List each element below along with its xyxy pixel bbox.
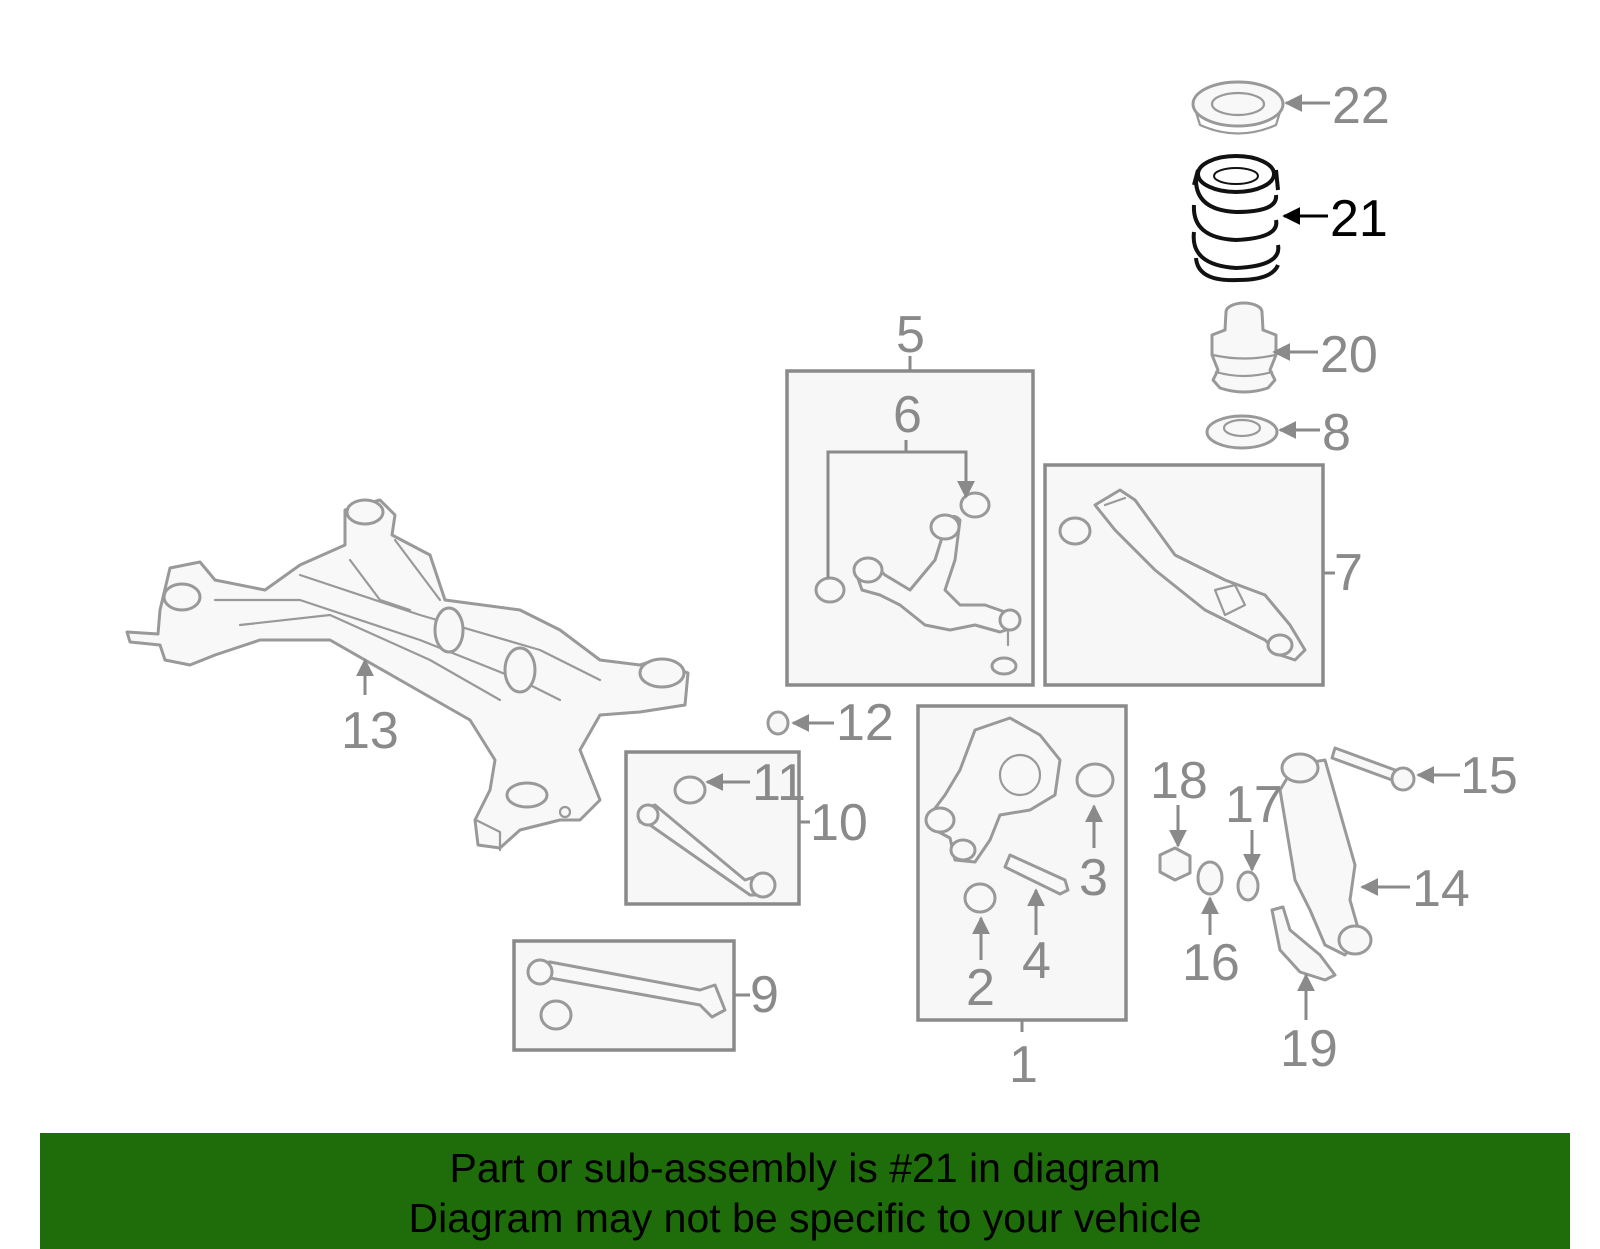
callout-16: 16 [1182, 934, 1240, 992]
callout-14: 14 [1412, 860, 1470, 918]
callout-12: 12 [836, 694, 894, 752]
lower-seat-part-8[interactable] [1205, 414, 1279, 450]
callout-22: 22 [1332, 77, 1390, 135]
crossmember-part-13[interactable] [125, 498, 690, 852]
callout-19: 19 [1280, 1020, 1338, 1078]
callout-5: 5 [896, 306, 925, 364]
coil-spring-part-21[interactable] [1191, 154, 1281, 283]
callout-13: 13 [341, 702, 399, 760]
bracket-part-19[interactable] [1270, 905, 1337, 982]
nut-part-18[interactable] [1158, 846, 1192, 882]
banner-line-1: Part or sub-assembly is #21 in diagram [449, 1145, 1161, 1191]
washer-part-16[interactable] [1196, 860, 1224, 896]
knuckle-part-1[interactable] [924, 716, 1115, 914]
callout-3: 3 [1079, 849, 1108, 907]
callout-8: 8 [1322, 404, 1351, 462]
callout-17: 17 [1225, 776, 1283, 834]
washer-part-12[interactable] [766, 710, 790, 736]
info-banner: Part or sub-assembly is #21 in diagram D… [40, 1133, 1570, 1249]
callout-10: 10 [810, 794, 868, 852]
callout-15: 15 [1460, 747, 1518, 805]
callout-2: 2 [966, 959, 995, 1017]
callout-21: 21 [1330, 190, 1388, 248]
upper-seat-part-22[interactable] [1191, 80, 1285, 135]
callout-9: 9 [750, 966, 779, 1024]
banner-line-2: Diagram may not be specific to your vehi… [408, 1195, 1202, 1241]
upper-arm-part-6[interactable] [814, 491, 1022, 676]
callout-11: 11 [752, 754, 806, 812]
shock-absorber-part-14[interactable] [1278, 752, 1373, 957]
lower-arm-part-7[interactable] [1058, 488, 1307, 662]
washer-part-17[interactable] [1236, 870, 1260, 902]
callout-4: 4 [1022, 932, 1051, 990]
callout-1: 1 [1009, 1036, 1038, 1094]
bolt-part-15[interactable] [1330, 746, 1416, 792]
callout-6: 6 [893, 386, 922, 444]
trailing-link-part-9[interactable] [526, 958, 727, 1031]
lateral-link-part-10[interactable] [636, 775, 777, 899]
bump-stop-part-20[interactable] [1210, 301, 1278, 394]
callout-7: 7 [1334, 544, 1363, 602]
callout-18: 18 [1150, 752, 1208, 810]
callout-20: 20 [1320, 326, 1378, 384]
